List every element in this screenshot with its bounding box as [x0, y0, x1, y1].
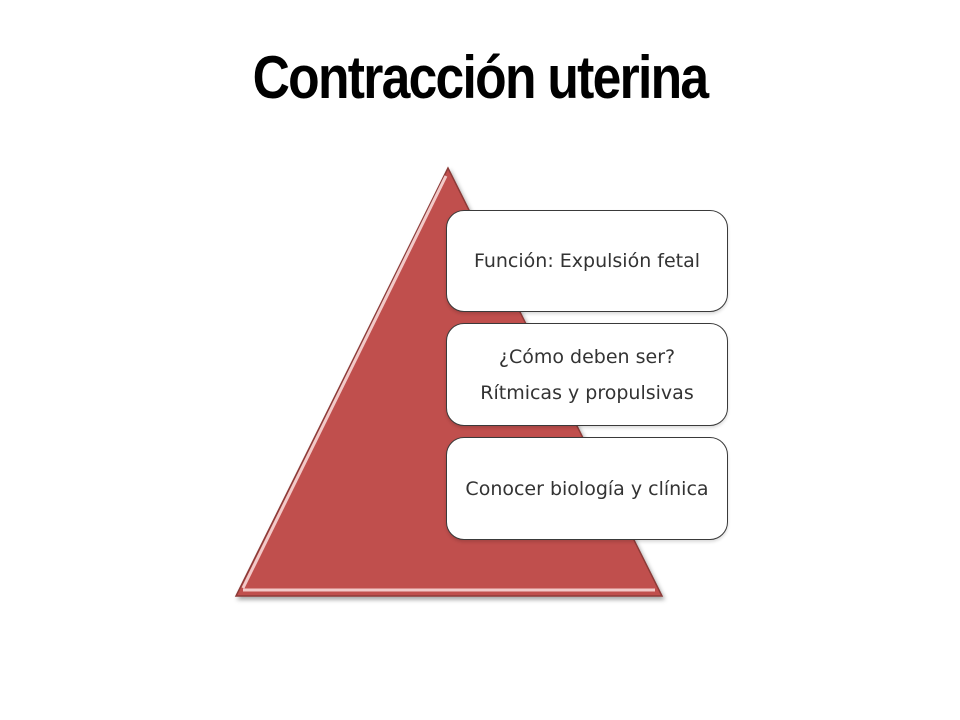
- pyramid-left-highlight: [241, 175, 448, 589]
- card-como-deben-ser-subtext: Rítmicas y propulsivas: [480, 381, 694, 404]
- card-como-deben-ser-text: ¿Cómo deben ser?: [498, 345, 676, 368]
- card-funcion-text: Función: Expulsión fetal: [473, 250, 701, 272]
- card-conocer: Conocer biología y clínica: [446, 437, 728, 540]
- slide-title: Contracción uterina: [252, 44, 709, 111]
- card-como-deben-ser: ¿Cómo deben ser? Rítmicas y propulsivas: [446, 323, 728, 426]
- card-funcion: Función: Expulsión fetal: [446, 210, 728, 312]
- card-conocer-text: Conocer biología y clínica: [465, 477, 709, 500]
